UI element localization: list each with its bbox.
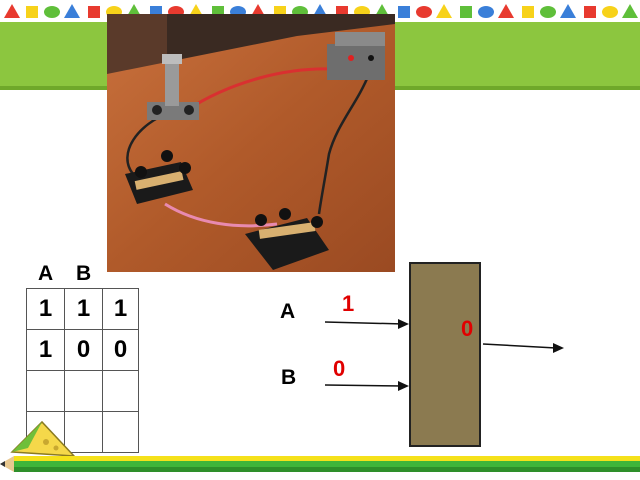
output-arrow [482,343,564,353]
input-a-label: A [280,300,296,323]
black-wire-right [317,73,371,215]
circuit-photo [107,14,395,272]
table-cell: 1 [64,288,103,330]
input-b-label: B [281,366,297,389]
table-row: 1 1 1 [26,288,139,330]
table-cell: 0 [102,329,139,371]
cheese-icon [10,420,76,457]
input-b-arrow [324,381,409,391]
column-header-b: B [76,262,92,285]
input-a-arrow [324,319,409,329]
table-row [26,370,139,412]
pencil-tip [0,456,14,472]
lamp-holder [147,54,199,120]
switch-b [245,208,329,270]
truth-table: 1 1 1 1 0 0 [26,288,139,453]
output-value: 0 [461,316,474,341]
column-header-a: A [38,262,54,285]
pink-wire [164,202,278,228]
input-b-value: 0 [333,356,346,381]
table-cell: 1 [102,288,139,330]
logic-gate-box [409,262,481,447]
table-cell [102,411,139,453]
table-cell [102,370,139,412]
pencil-strip [0,456,640,472]
table-cell [64,370,103,412]
input-a-value: 1 [342,291,355,316]
switch-a [125,150,193,204]
red-wire [186,67,348,112]
battery-box [327,32,385,80]
table-cell: 1 [26,288,65,330]
